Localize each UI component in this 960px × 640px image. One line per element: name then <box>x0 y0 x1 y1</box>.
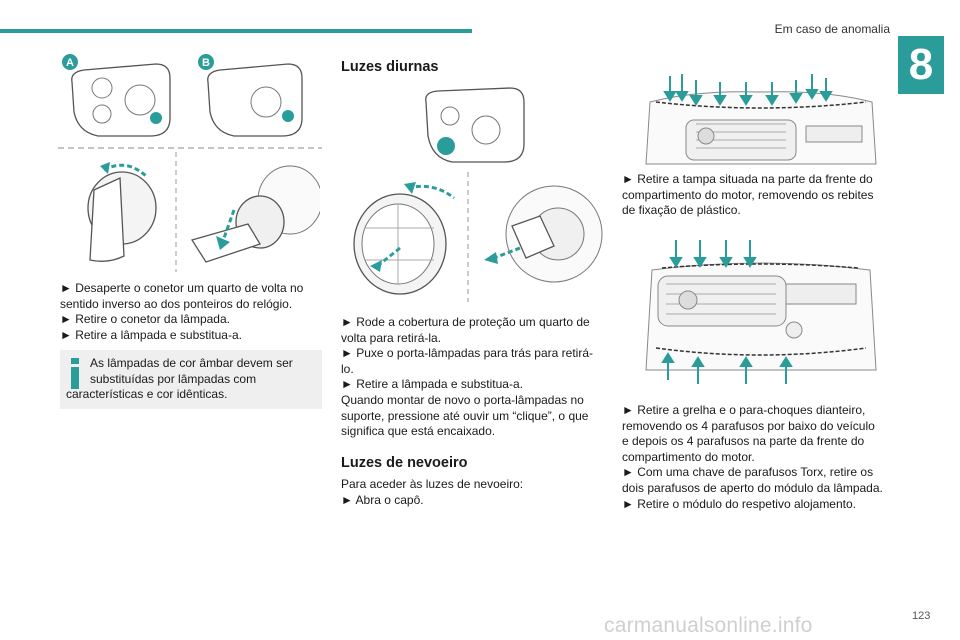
info-note: As lâmpadas de cor âmbar devem ser subst… <box>60 350 322 409</box>
col2-step-1: ► Rode a cobertura de proteção um quarto… <box>341 315 590 345</box>
section-title: Em caso de anomalia <box>774 22 890 36</box>
col1-step-1: ► Desaperte o conetor um quarto de volta… <box>60 281 304 311</box>
col1-step-3: ► Retire a lâmpada e substitua-a. <box>60 327 242 342</box>
col2-refit-note: Quando montar de novo o porta-lâmpadas n… <box>341 392 589 439</box>
page-number: 123 <box>912 610 931 622</box>
watermark: carmanualsonline.info <box>604 614 813 637</box>
heading-fog-lights: Luzes de nevoeiro <box>341 455 468 471</box>
note-line-3: características e cor idênticas. <box>66 387 228 402</box>
bonnet-rivets-illustration <box>645 74 877 165</box>
dashed-separator <box>58 147 322 149</box>
fog-step-open-bonnet: ► Abra o capô. <box>341 492 424 507</box>
note-line-1: As lâmpadas de cor âmbar devem ser <box>90 356 293 370</box>
label-b: B <box>202 57 210 69</box>
col2-step-2: ► Puxe o porta-lâmpadas para trás para r… <box>341 346 593 376</box>
col1-step-2: ► Retire o conetor da lâmpada. <box>60 312 230 327</box>
header-accent-bar <box>0 29 472 33</box>
fog-intro-block: Para aceder às luzes de nevoeiro: ► Abra… <box>341 477 603 508</box>
headlamp-ab-illustration: A B <box>62 54 303 137</box>
note-line-2: substituídas por lâmpadas com <box>90 371 257 386</box>
col2-steps: ► Rode a cobertura de proteção um quarto… <box>341 315 603 440</box>
col3-step-2: ► Retire a grelha e o para-choques diant… <box>622 403 875 464</box>
protective-cover-illustration <box>353 172 603 302</box>
col3-steps: ► Retire a grelha e o para-choques diant… <box>622 403 884 512</box>
connector-quarter-turn-illustration <box>87 152 320 272</box>
col3-step-1: ► Retire a tampa situada na parte da fre… <box>622 172 874 218</box>
fog-intro: Para aceder às luzes de nevoeiro: <box>341 477 524 491</box>
col2-step-3: ► Retire a lâmpada e substitua-a. <box>341 377 523 392</box>
chapter-badge: 8 <box>898 36 944 94</box>
grille-bumper-screws-illustration <box>645 240 877 384</box>
heading-daytime-lights: Luzes diurnas <box>341 59 439 75</box>
info-icon <box>71 358 79 389</box>
col3-step-3: ► Com uma chave de parafusos Torx, retir… <box>622 465 883 495</box>
col1-steps: ► Desaperte o conetor um quarto de volta… <box>60 281 322 343</box>
col3-step-4: ► Retire o módulo do respetivo alojament… <box>622 496 856 511</box>
daytime-lamp-illustration <box>425 87 525 163</box>
label-a: A <box>66 57 74 69</box>
